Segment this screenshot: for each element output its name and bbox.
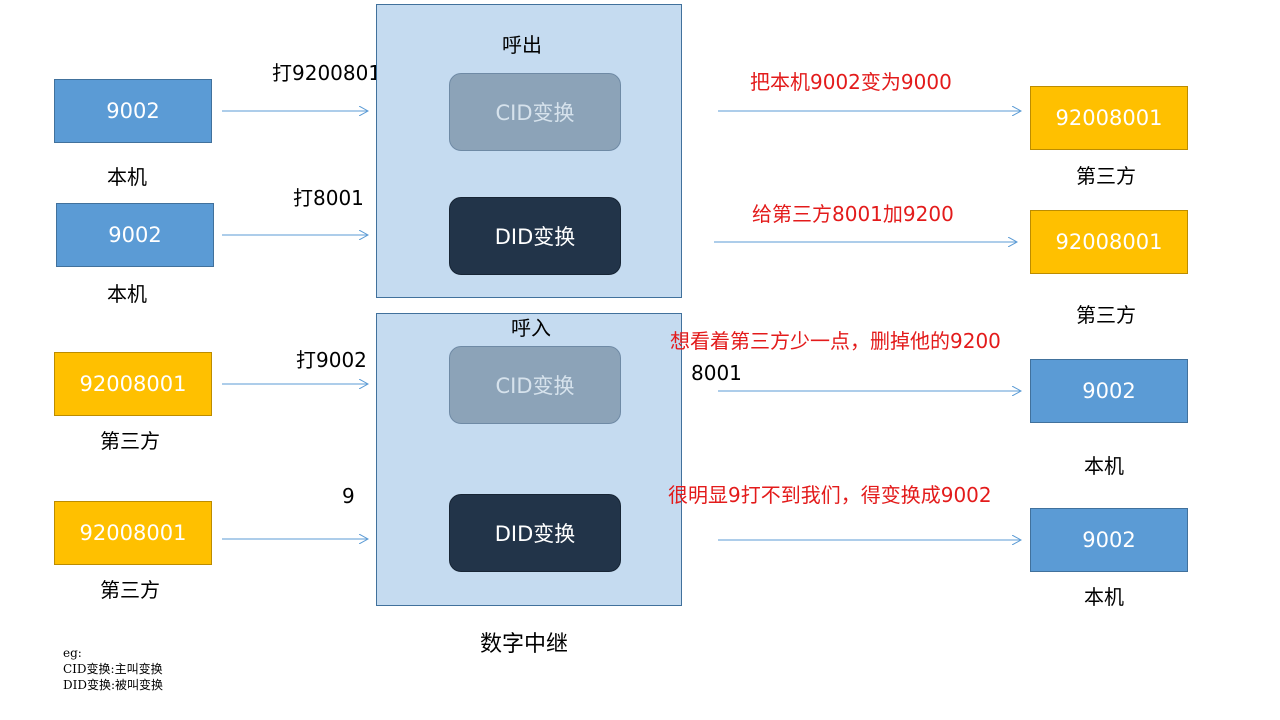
transform-note: 很明显9打不到我们，得变换成9002: [668, 483, 992, 507]
inbound-panel: 呼入 CID变换 DID变换: [376, 313, 682, 606]
did-transform-block: DID变换: [449, 197, 621, 275]
did-transform-block: DID变换: [449, 494, 621, 572]
third-party-box: 92008001: [54, 501, 212, 565]
third-party-box: 92008001: [54, 352, 212, 416]
third-party-caption: 第三方: [1076, 303, 1136, 327]
dial-label: 打9200801: [272, 61, 382, 85]
local-extension-box: 9002: [1030, 508, 1188, 572]
trunk-caption: 数字中继: [480, 632, 569, 657]
local-extension-box: 9002: [54, 79, 212, 143]
legend-line: DID变换:被叫变换: [63, 678, 164, 692]
dial-label: 打8001: [293, 186, 364, 210]
transform-note: 想看着第三方少一点，删掉他的9200: [670, 329, 1001, 353]
legend-line: CID变换:主叫变换: [63, 662, 163, 676]
inbound-title: 呼入: [511, 316, 551, 340]
local-extension-box: 9002: [56, 203, 214, 267]
dial-label: 打9002: [296, 348, 367, 372]
local-extension-caption: 本机: [1084, 454, 1124, 478]
result-label: 8001: [691, 361, 742, 385]
third-party-caption: 第三方: [100, 578, 160, 602]
legend-note: eg: CID变换:主叫变换 DID变换:被叫变换: [63, 645, 163, 693]
local-extension-caption: 本机: [1084, 585, 1124, 609]
local-extension-caption: 本机: [107, 282, 147, 306]
transform-note: 给第三方8001加9200: [752, 202, 954, 226]
third-party-box: 92008001: [1030, 86, 1188, 150]
legend-line: eg:: [63, 646, 82, 660]
third-party-caption: 第三方: [1076, 164, 1136, 188]
third-party-box: 92008001: [1030, 210, 1188, 274]
third-party-caption: 第三方: [100, 429, 160, 453]
outbound-panel: 呼出 CID变换 DID变换: [376, 4, 682, 298]
cid-transform-block: CID变换: [449, 346, 621, 424]
cid-transform-block: CID变换: [449, 73, 621, 151]
transform-note: 把本机9002变为9000: [750, 70, 952, 94]
dial-label: 9: [342, 484, 355, 508]
local-extension-box: 9002: [1030, 359, 1188, 423]
local-extension-caption: 本机: [107, 165, 147, 189]
outbound-title: 呼出: [502, 33, 542, 57]
